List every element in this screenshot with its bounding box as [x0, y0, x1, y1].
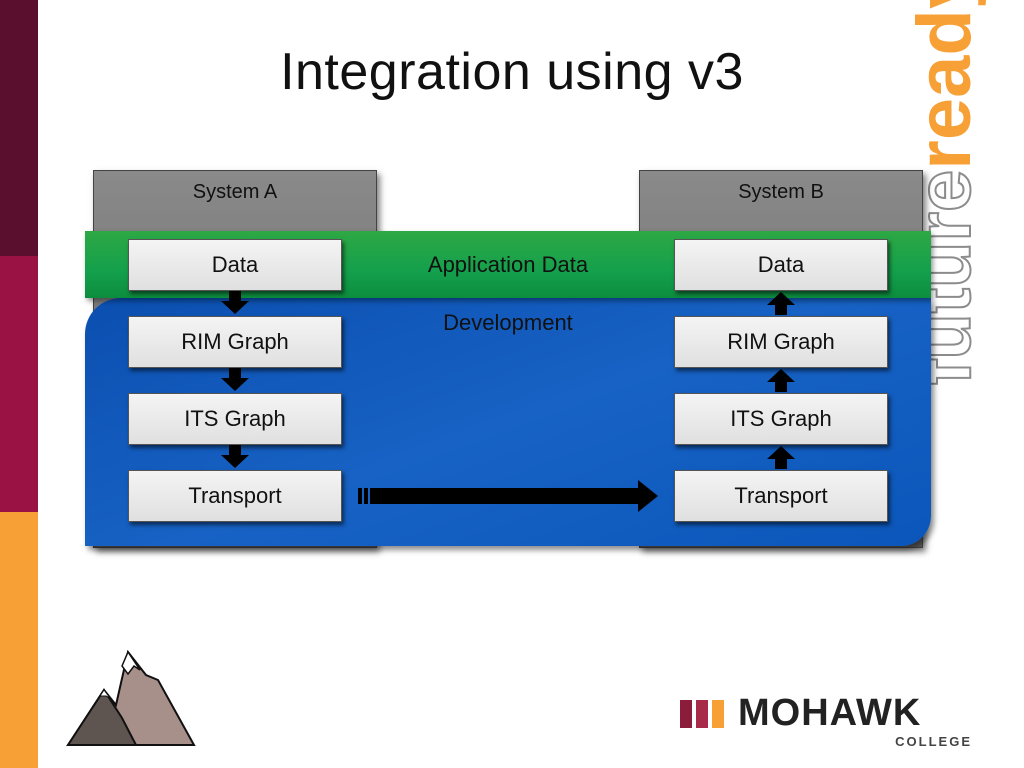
side-color-bar [0, 0, 38, 768]
college-wordmark: COLLEGE [895, 734, 972, 749]
mohawk-college-logo: MOHAWK COLLEGE [680, 692, 972, 750]
system-b-title: System B [738, 181, 824, 203]
side-bar-top-segment [0, 0, 38, 256]
slide-title: Integration using v3 [280, 43, 744, 101]
up-arrow-icon [767, 446, 795, 469]
up-arrow-icon [767, 369, 795, 392]
system-b-rim-graph-box: RIM Graph [674, 316, 888, 368]
system-b-its-graph-box: ITS Graph [674, 393, 888, 445]
system-b-data-box: Data [674, 239, 888, 291]
system-a-data-box: Data [128, 239, 342, 291]
up-arrow-icon [767, 292, 795, 315]
down-arrow-icon [221, 445, 249, 468]
mohawk-bars-icon [680, 700, 724, 728]
application-data-band-label: Application Data [427, 252, 589, 277]
development-band-label: Development [443, 310, 573, 335]
mohawk-wordmark: MOHAWK [738, 692, 922, 734]
mountain-logo [66, 650, 196, 746]
system-a-its-graph-box: ITS Graph [128, 393, 342, 445]
down-arrow-icon [221, 291, 249, 314]
system-b-transport-box: Transport [674, 470, 888, 522]
down-arrow-icon [221, 368, 249, 391]
system-a-rim-graph-box: RIM Graph [128, 316, 342, 368]
futureready-ready: ready [902, 0, 987, 170]
side-bar-middle-segment [0, 256, 38, 512]
transport-right-arrow-icon [358, 480, 658, 512]
side-bar-bottom-segment [0, 512, 38, 768]
system-a-title: System A [192, 181, 278, 203]
system-a-transport-box: Transport [128, 470, 342, 522]
